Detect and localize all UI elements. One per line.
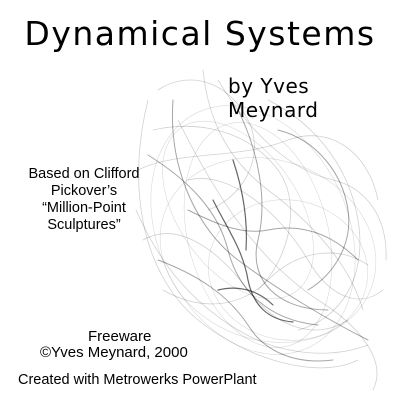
- created-with-credit: Created with Metrowerks PowerPlant: [18, 372, 257, 388]
- author-byline: by Yves Meynard: [228, 74, 319, 122]
- based-on-credit: Based on Clifford Pickover’s “Million-Po…: [8, 166, 160, 234]
- based-on-line: Pickover’s: [50, 183, 118, 199]
- based-on-line: Based on Clifford: [28, 166, 140, 182]
- copyright-notice: ©Yves Meynard, 2000: [40, 344, 188, 361]
- license-block: Freeware ©Yves Meynard, 2000: [40, 329, 188, 361]
- based-on-line: Sculptures”: [47, 217, 121, 233]
- based-on-line: “Million-Point: [42, 200, 126, 216]
- app-title: Dynamical Systems: [24, 14, 376, 53]
- attractor-artwork: [135, 69, 387, 391]
- freeware-label: Freeware: [88, 328, 152, 345]
